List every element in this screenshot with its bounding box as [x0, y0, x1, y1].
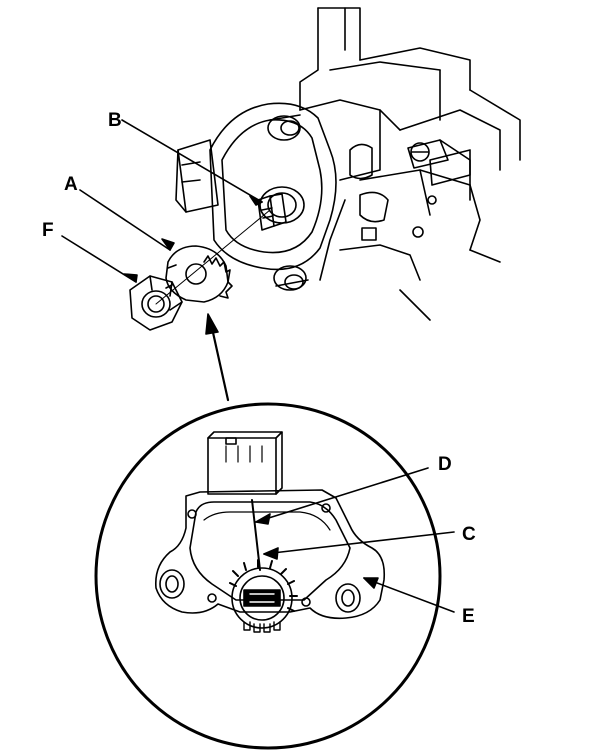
switch-mounted	[175, 102, 337, 291]
hex-nut	[129, 275, 183, 331]
label-f: F	[42, 220, 54, 241]
lock-washer	[165, 245, 233, 303]
leader-d	[255, 467, 429, 523]
label-a: A	[64, 174, 78, 195]
detail-circle	[94, 402, 442, 750]
leader-a	[79, 189, 171, 251]
detail-arrow	[210, 326, 230, 402]
label-c: C	[462, 524, 476, 545]
shaft-centerline	[155, 209, 271, 305]
leader-b	[121, 119, 263, 203]
label-b: B	[108, 110, 122, 131]
leader-e	[363, 577, 455, 613]
label-e: E	[462, 606, 475, 627]
transmission-housing	[299, 7, 521, 321]
leader-c	[263, 531, 455, 555]
label-d: D	[438, 454, 452, 475]
switch-detail	[154, 431, 386, 633]
